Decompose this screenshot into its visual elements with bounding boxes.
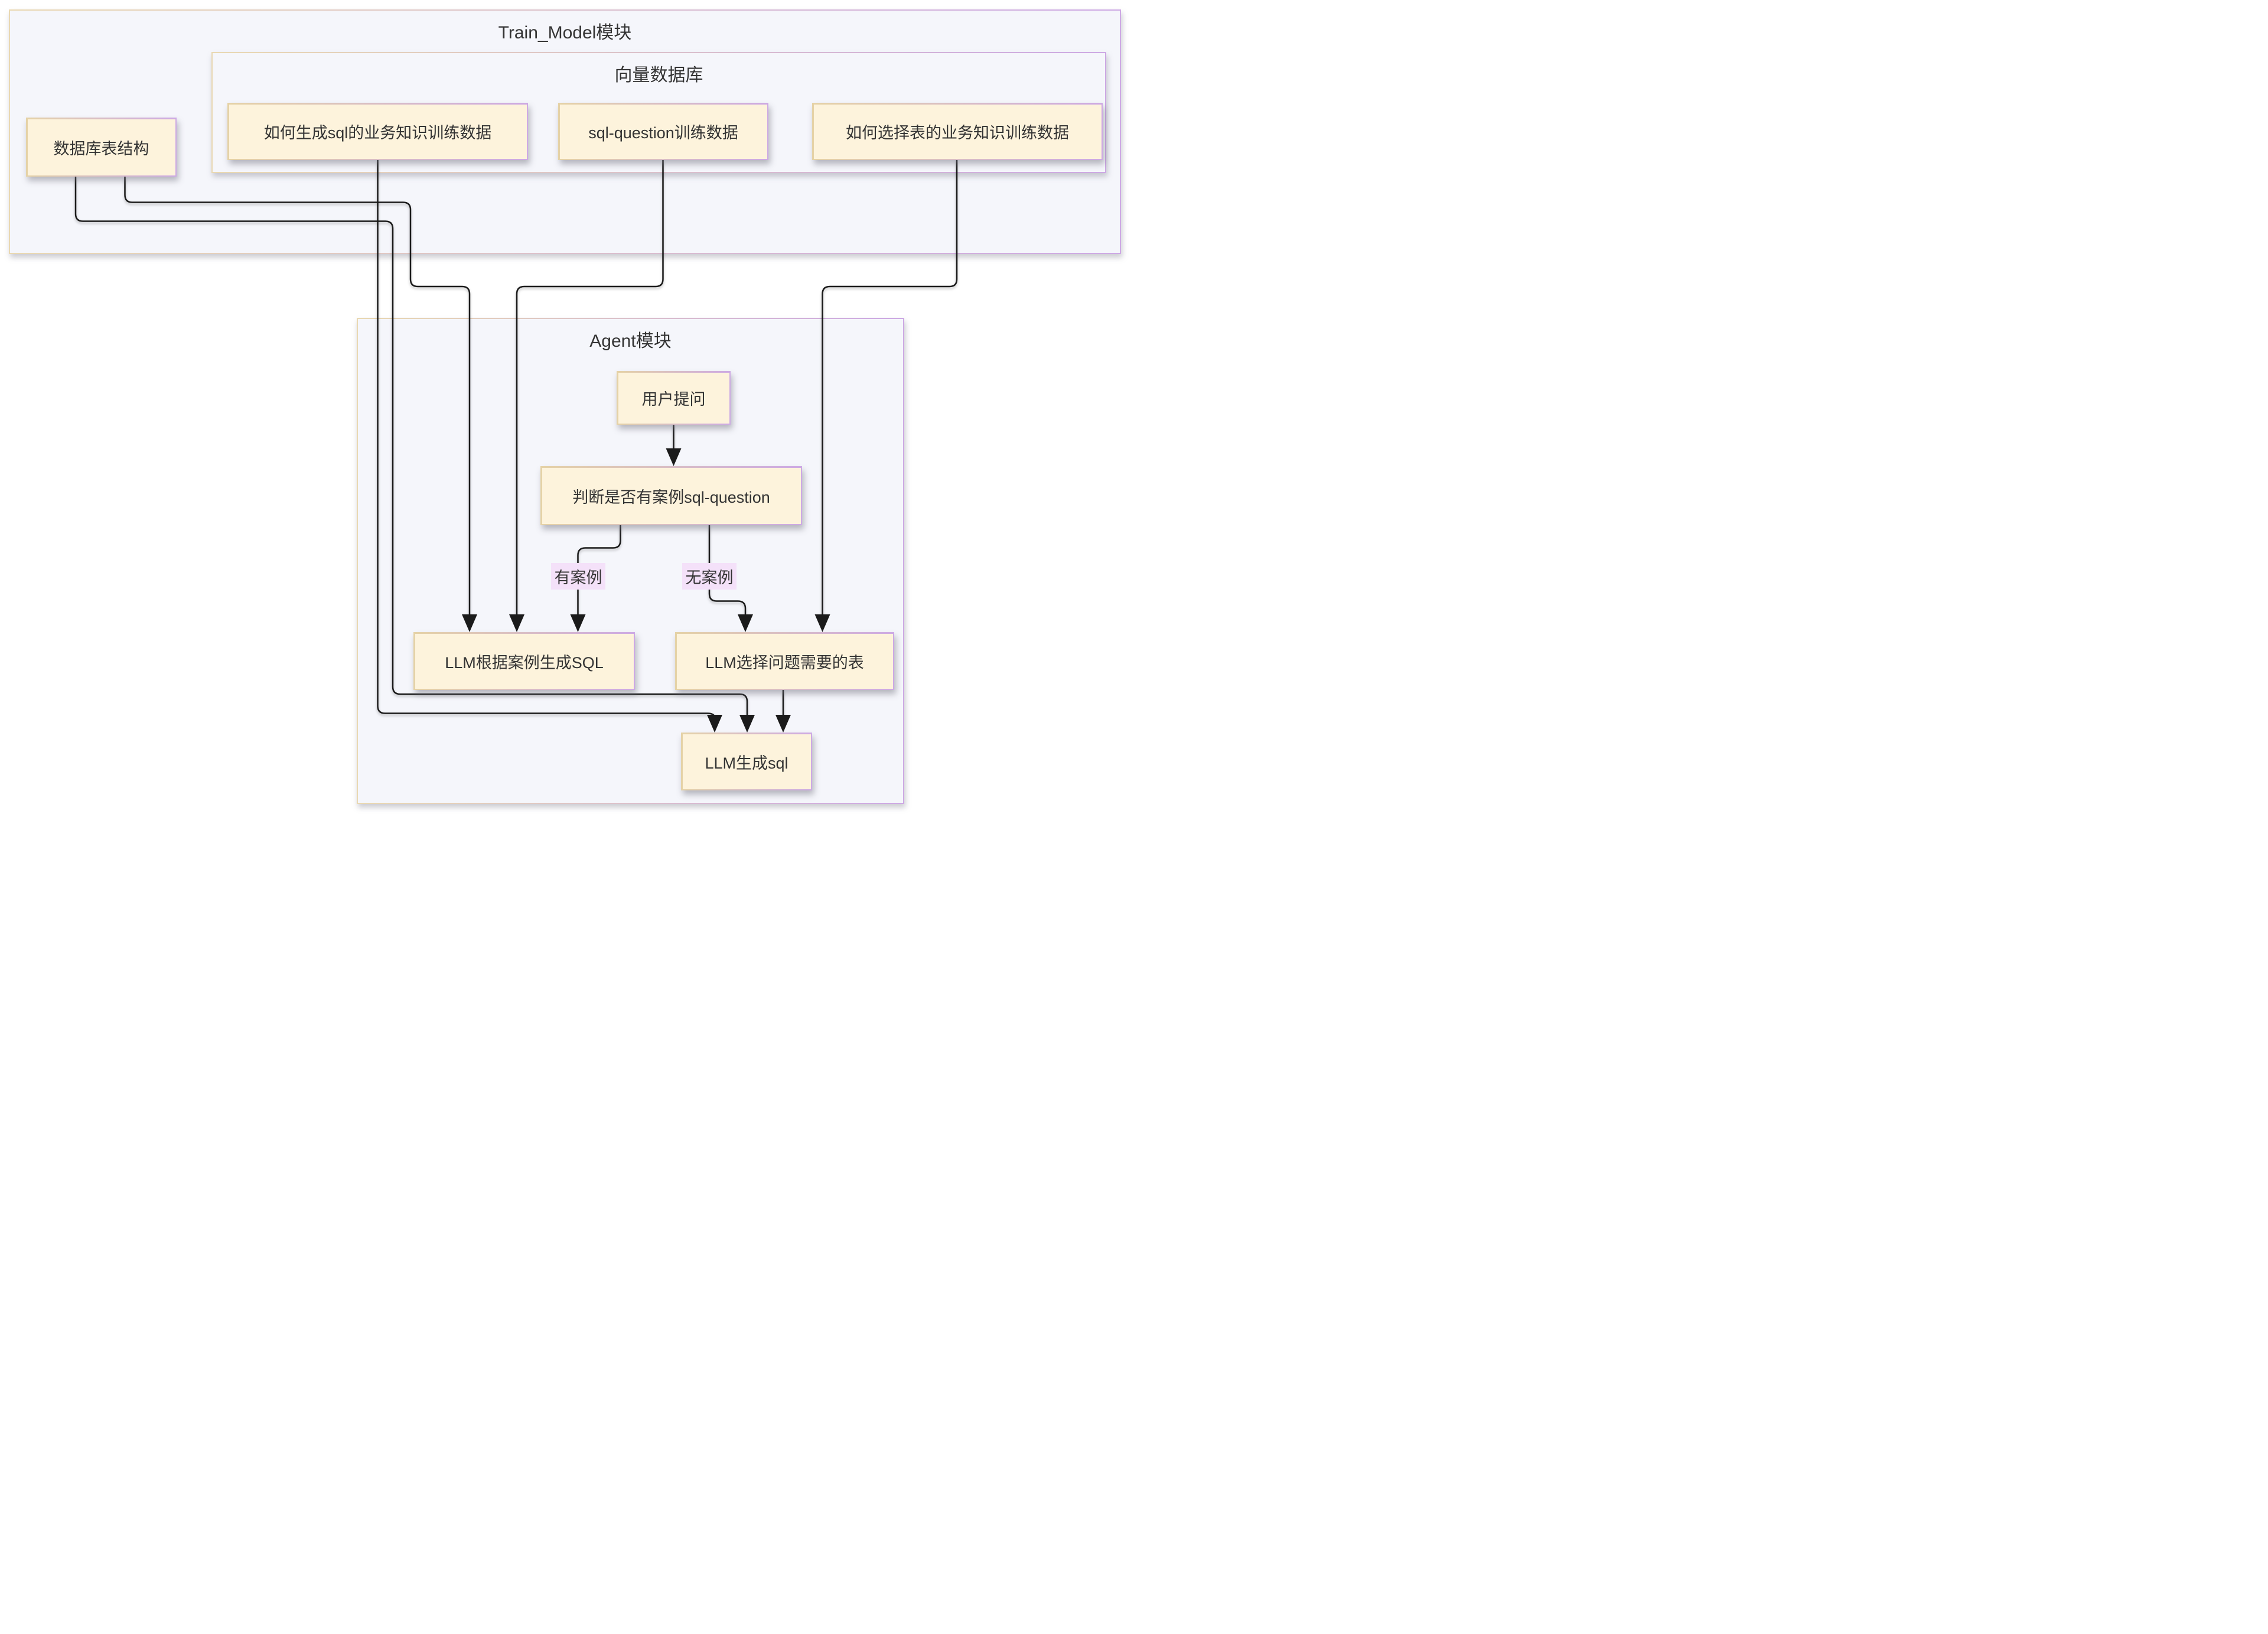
node-llm-select-tables-label: LLM选择问题需要的表: [676, 633, 893, 689]
node-judge-case-label: 判断是否有案例sql-question: [542, 467, 801, 524]
arrowhead-llm-sql-by-case-left: [462, 614, 477, 632]
node-sql-question-data: sql-question训练数据: [558, 103, 768, 160]
node-table-select-knowledge-label: 如何选择表的业务知识训练数据: [813, 104, 1102, 159]
agent-container: Agent模块: [357, 318, 904, 804]
edge-label-no-case: 无案例: [682, 563, 737, 590]
arrowhead-llm-gen-sql-middle: [739, 715, 755, 733]
node-gen-sql-knowledge: 如何生成sql的业务知识训练数据: [227, 103, 528, 160]
node-judge-case: 判断是否有案例sql-question: [540, 466, 802, 525]
arrowhead-llm-gen-sql-left: [707, 715, 722, 733]
vector-db-container-title: 向量数据库: [614, 66, 703, 85]
node-user-question: 用户提问: [617, 371, 731, 425]
node-user-question-label: 用户提问: [618, 372, 729, 424]
arrowhead-llm-select-tables-right: [814, 614, 830, 632]
edge-judge-case-to-llm-select-tables: [708, 525, 747, 615]
node-llm-gen-sql-label: LLM生成sql: [682, 734, 811, 789]
node-gen-sql-knowledge-label: 如何生成sql的业务知识训练数据: [229, 104, 527, 159]
node-llm-gen-sql: LLM生成sql: [681, 733, 812, 790]
arrowhead-llm-gen-sql-right: [775, 715, 791, 733]
arrowhead-llm-select-tables-left: [738, 614, 753, 632]
edge-db-schema-to-llm-gen-sql: [74, 177, 748, 715]
edges-layer: [74, 160, 958, 733]
node-table-select-knowledge: 如何选择表的业务知识训练数据: [812, 103, 1103, 160]
edge-db-schema-to-llm-sql-by-case: [124, 177, 471, 615]
arrowhead-judge-case: [666, 448, 682, 466]
train-model-container-title: Train_Model模块: [498, 23, 632, 43]
node-db-schema-label: 数据库表结构: [27, 119, 175, 175]
node-sql-question-data-label: sql-question训练数据: [559, 104, 767, 159]
arrowhead-llm-sql-by-case-middle: [509, 614, 524, 632]
edge-sql-question-data-to-llm-sql-by-case: [516, 160, 664, 615]
arrowhead-llm-sql-by-case-right: [570, 614, 586, 632]
node-db-schema: 数据库表结构: [26, 118, 177, 177]
node-llm-sql-by-case: LLM根据案例生成SQL: [413, 632, 635, 690]
node-llm-select-tables: LLM选择问题需要的表: [675, 632, 894, 690]
node-llm-sql-by-case-label: LLM根据案例生成SQL: [415, 633, 634, 689]
agent-container-title: Agent模块: [589, 331, 672, 351]
edge-judge-case-to-llm-sql-by-case: [577, 525, 621, 615]
edge-table-select-knowledge-to-llm-select-tables: [822, 160, 958, 615]
edge-label-has-case: 有案例: [551, 563, 605, 590]
